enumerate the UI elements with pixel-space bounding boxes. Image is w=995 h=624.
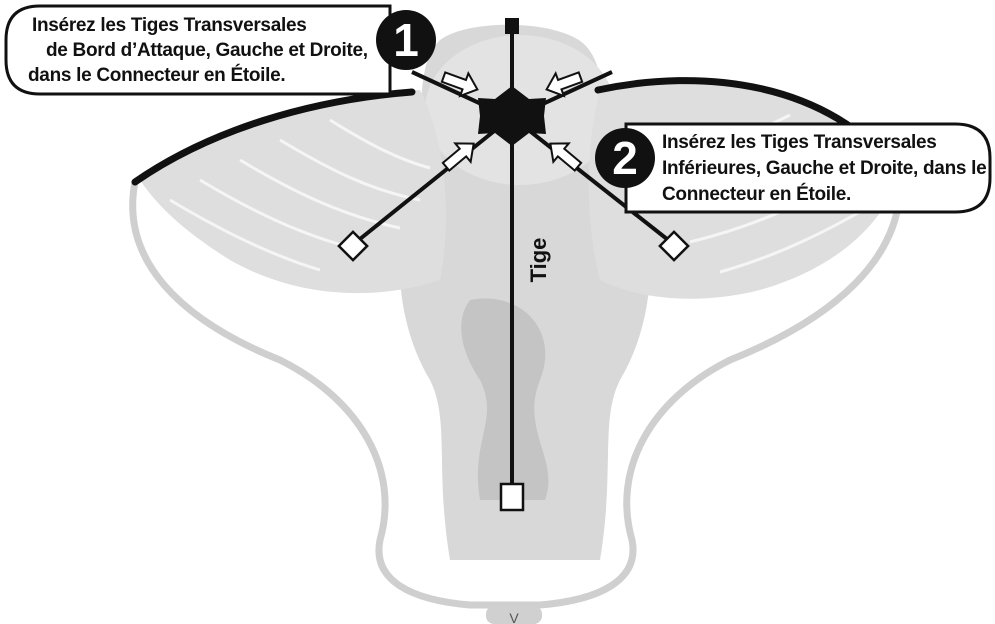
rod-end-cap-icon bbox=[505, 18, 519, 34]
callout-line: dans le Connecteur en Étoile. bbox=[28, 64, 285, 86]
step-number: 2 bbox=[612, 132, 638, 184]
callout-step-1: Insérez les Tiges Transversales de Bord … bbox=[6, 6, 436, 94]
callout-line: Insérez les Tiges Transversales bbox=[662, 132, 936, 153]
callout-line: Insérez les Tiges Transversales bbox=[32, 15, 306, 36]
left-wing bbox=[140, 90, 446, 293]
callout-line: Inférieures, Gauche et Droite, dans le bbox=[662, 158, 986, 179]
step-number: 1 bbox=[393, 14, 419, 66]
callout-line: Connecteur en Étoile. bbox=[662, 183, 851, 205]
bottom-mark: V bbox=[509, 610, 519, 624]
callout-step-2: 2 Insérez les Tiges Transversales Inféri… bbox=[595, 124, 990, 212]
callout-line: de Bord d’Attaque, Gauche et Droite, bbox=[46, 40, 368, 61]
spine-label: Tige bbox=[526, 238, 551, 283]
rod-end-cap-icon bbox=[501, 484, 523, 510]
